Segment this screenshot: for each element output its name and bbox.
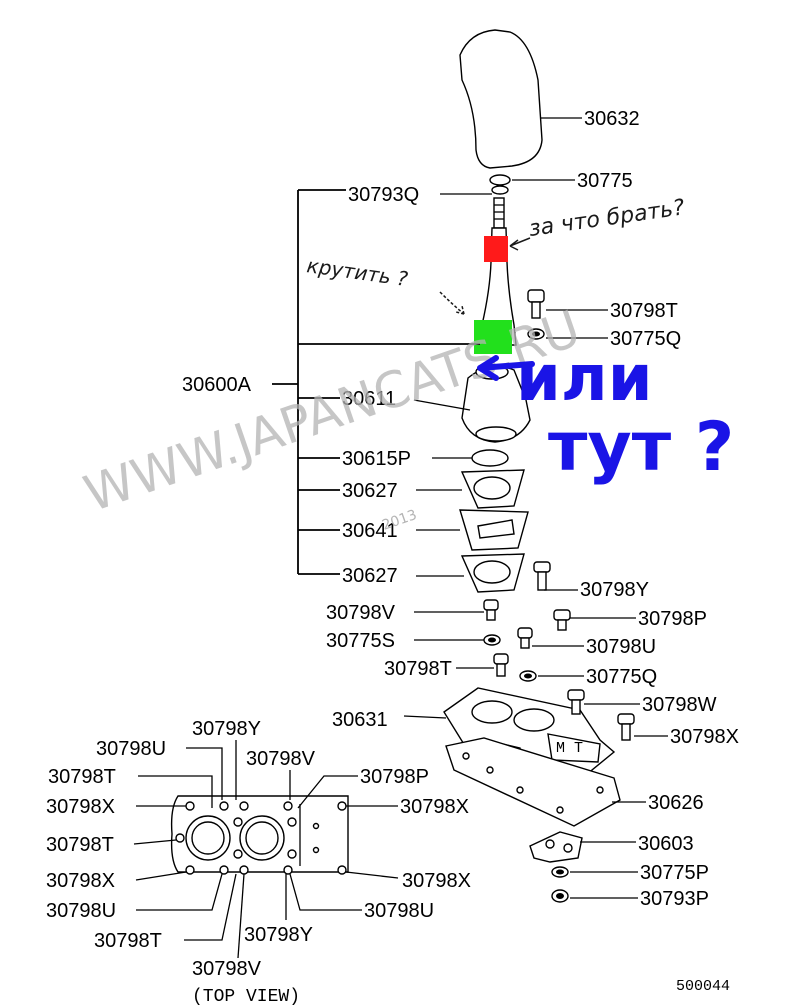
base-gasket-drawing [445, 737, 621, 827]
bolt-t-lower-drawing [493, 653, 509, 677]
bolt-w-drawing [567, 689, 585, 715]
bolt-y-drawing [533, 561, 551, 591]
tv-label-30798T-left-top: 30798T [48, 766, 116, 788]
washer-drawing [471, 449, 509, 467]
nut-drawing [489, 174, 511, 195]
bolt-u-drawing [517, 627, 533, 649]
tv-label-30798U-right-bottom: 30798U [364, 900, 434, 922]
tv-label-30798V-top: 30798V [246, 748, 316, 770]
gasket-upper-drawing [460, 469, 525, 509]
part-label-30775P: 30775P [640, 862, 709, 884]
part-label-30793Q: 30793Q [348, 184, 419, 206]
svg-text:M T: M T [556, 740, 583, 757]
bracket-drawing [529, 831, 583, 863]
annotation-twist: крутить ? [305, 253, 409, 291]
red-marker [484, 236, 508, 262]
bolt-drawing [527, 289, 545, 319]
part-label-30798Y: 30798Y [580, 579, 649, 601]
part-label-30798T-lower: 30798T [384, 658, 452, 680]
part-label-30775S: 30775S [326, 630, 395, 652]
bolt-v-drawing [483, 599, 499, 621]
part-label-30798P: 30798P [638, 608, 707, 630]
part-label-30798X: 30798X [670, 726, 739, 748]
part-label-30603: 30603 [638, 833, 694, 855]
tv-label-30798X-left-top: 30798X [46, 796, 115, 818]
tv-label-30798Y-bottom: 30798Y [244, 924, 313, 946]
tv-label-30798Y-top: 30798Y [192, 718, 261, 740]
nut-s-drawing [483, 634, 501, 646]
blue-pointer-arrow [477, 355, 535, 381]
watermark-year: 2013 [380, 507, 419, 534]
bolt-x-drawing [617, 713, 635, 741]
part-label-30775Q-upper: 30775Q [610, 328, 681, 350]
tv-label-30798X-right-bottom: 30798X [402, 870, 471, 892]
plate-drawing [459, 509, 529, 551]
nut-p2-drawing [551, 889, 569, 903]
part-label-30615P: 30615P [342, 448, 411, 470]
part-label-30798V: 30798V [326, 602, 396, 624]
tv-label-30798P-right: 30798P [360, 766, 429, 788]
part-label-30775Q-lower: 30775Q [586, 666, 657, 688]
part-label-30600A: 30600A [182, 374, 252, 396]
tv-label-30798V-bottom: 30798V [192, 958, 262, 980]
annotation-twist-arrow [439, 291, 465, 315]
part-label-30627-lower: 30627 [342, 565, 398, 587]
gasket-lower-drawing [460, 553, 525, 593]
annotation-grab-arrow [509, 237, 531, 251]
green-marker [474, 320, 512, 354]
annotation-grab: за что брать? [527, 195, 686, 242]
nut-p-drawing [551, 866, 569, 878]
top-view-caption: (TOP VIEW) [192, 987, 300, 1007]
part-label-30631: 30631 [332, 709, 388, 731]
diagram-code: 500044 [676, 978, 730, 995]
tv-label-30798X-right-top: 30798X [400, 796, 469, 818]
part-label-30611: 30611 [342, 388, 396, 410]
tv-label-30798T-left-mid: 30798T [46, 834, 114, 856]
top-view-drawing [170, 795, 349, 875]
annotation-or: или [516, 342, 653, 416]
part-label-30775: 30775 [577, 170, 633, 192]
part-label-30627-upper: 30627 [342, 480, 398, 502]
part-label-30641: 30641 [342, 520, 398, 542]
nut-q-drawing [527, 328, 545, 340]
tv-label-30798X-left-bottom: 30798X [46, 870, 115, 892]
shift-knob-drawing [459, 29, 543, 169]
part-label-30798W: 30798W [642, 694, 717, 716]
part-label-30793P: 30793P [640, 888, 709, 910]
bolt-p-drawing [553, 609, 571, 631]
part-label-30798T-upper: 30798T [610, 300, 678, 322]
part-label-30632: 30632 [584, 108, 640, 130]
tv-label-30798T-bottom: 30798T [94, 930, 162, 952]
part-label-30626: 30626 [648, 792, 704, 814]
part-label-30798U: 30798U [586, 636, 656, 658]
annotation-here: тут ? [548, 408, 734, 487]
tv-label-30798U-left-bottom: 30798U [46, 900, 116, 922]
nut-q-lower-drawing [519, 670, 537, 682]
tv-label-30798U-top: 30798U [96, 738, 166, 760]
